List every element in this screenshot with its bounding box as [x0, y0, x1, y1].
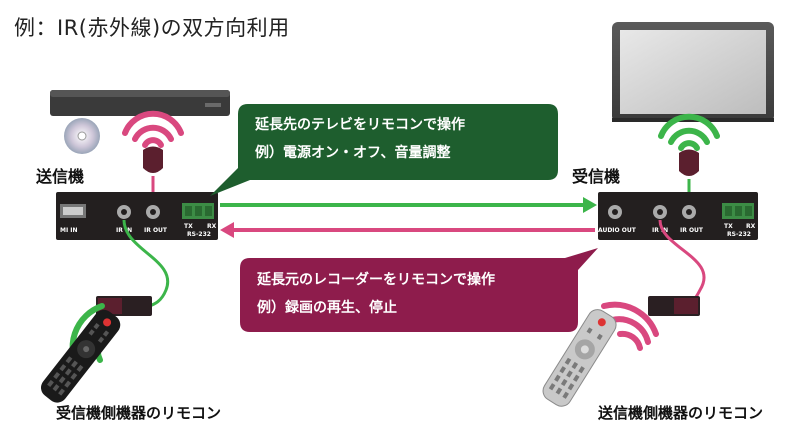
receiver-ir-sensor: [648, 219, 706, 316]
receiver-rs232-label: RS-232: [727, 231, 751, 238]
sender-label: 送信機: [36, 167, 85, 186]
sender-ir-emitter: [122, 110, 184, 200]
receiver-ir-in-label: IR IN: [652, 227, 668, 234]
left-remote-control: [41, 309, 121, 403]
bubble-top-line1: 延長先のテレビをリモコンで操作: [254, 116, 465, 133]
sender-rx-label: RX: [207, 223, 217, 230]
receiver-ir-out-label: IR OUT: [680, 227, 704, 234]
caption-right: 送信機側機器のリモコン: [598, 404, 764, 422]
disc-icon: [64, 118, 100, 154]
bubble-bottom-line2: 例）録画の再生、停止: [257, 299, 397, 316]
receiver-audio-label: AUDIO OUT: [598, 227, 637, 234]
caption-left: 受信機側機器のリモコン: [56, 404, 222, 422]
receiver-tx-label: TX: [724, 223, 733, 230]
sender-ir-in-label: IR IN: [116, 227, 132, 234]
receiver-box: AUDIO OUT IR IN IR OUT TX RX RS-232: [598, 192, 758, 240]
bubble-top-line2: 例）電源オン・オフ、音量調整: [255, 144, 451, 161]
right-remote-control: [542, 309, 617, 407]
bubble-top: 延長先のテレビをリモコンで操作 例）電源オン・オフ、音量調整: [210, 104, 558, 196]
pink-signal-arrow: [220, 222, 595, 238]
receiver-label: 受信機: [572, 167, 621, 186]
bubble-bottom-line1: 延長元のレコーダーをリモコンで操作: [256, 271, 495, 288]
sender-ir-out-label: IR OUT: [144, 227, 168, 234]
green-signal-arrow: [220, 197, 597, 213]
diagram-title: 例：IR(赤外線)の双方向利用: [14, 16, 290, 40]
right-remote-ir-waves: [601, 301, 659, 351]
sender-tx-label: TX: [184, 223, 193, 230]
sender-box: MI IN IR IN IR OUT TX RX RS-232: [56, 192, 218, 240]
sender-rs232-label: RS-232: [187, 231, 211, 238]
receiver-ir-emitter: [658, 113, 720, 200]
receiver-rx-label: RX: [746, 223, 756, 230]
bubble-bottom: 延長元のレコーダーをリモコンで操作 例）録画の再生、停止: [240, 248, 598, 332]
recorder-device: [50, 90, 230, 116]
hdmi-port-label: MI IN: [60, 227, 78, 234]
tv-device: [612, 22, 774, 122]
